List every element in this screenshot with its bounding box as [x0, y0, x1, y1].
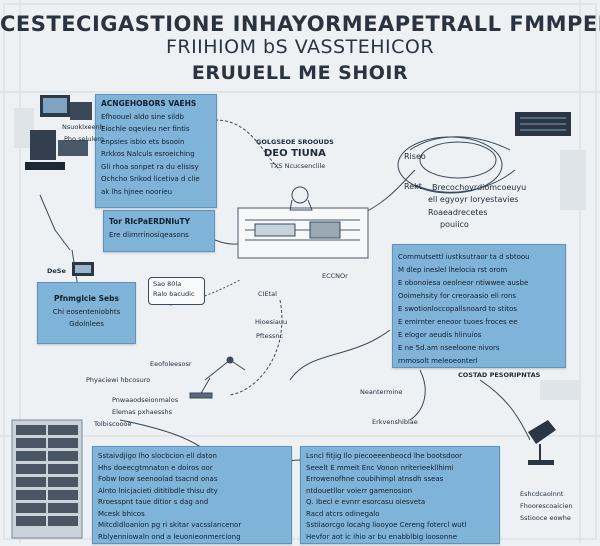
- note: Erkvenshiblae: [372, 418, 418, 426]
- panel-line: Lsncl fitjig llo piecoeeenbeocd lhe boot…: [306, 452, 463, 460]
- panel-line: Errowenofhne coubihimpl atnsdh sseas: [306, 475, 444, 483]
- panel-line: ak lhs hjnee noorieu: [101, 187, 173, 196]
- header-line-1: CESTECIGASTIONE INHAYORMEAPETRALL FMMPEI…: [0, 12, 600, 36]
- box-line: Sao 80la: [153, 280, 182, 288]
- right-panel: Commutsettl iustksutraor ta d sbtoou M d…: [392, 244, 566, 368]
- panel-line: M dlep ineslel lhelocia rst orom: [398, 266, 508, 274]
- monitor-grid-icon: [11, 419, 83, 539]
- computer-icon: [25, 95, 92, 170]
- panel-line: Mcesk bhicos: [98, 509, 145, 518]
- panel-title: ACNGEHOBORS VAEHS: [101, 99, 197, 108]
- panel-line: ntdouetllor voierr gamenosion: [306, 486, 413, 495]
- left-top-panel: ACNGEHOBORS VAEHS Efhoouel aldo sine sil…: [95, 94, 217, 208]
- panel-line: Gdolnlees: [69, 320, 104, 328]
- note: Elemas pxhaesshs: [112, 408, 173, 416]
- side-label: Eshcdcaolnnt: [520, 490, 564, 498]
- bottom-right-panel: Lsncl fitjig llo piecoeeenbeocd lhe boot…: [300, 446, 500, 544]
- panel-line: E emirnter eneoor tuoes froces ee: [398, 318, 518, 326]
- panel-line: enpsies isbio ets bsooin: [101, 137, 185, 146]
- panel-line: Ere diimrrinosiqeasons: [109, 230, 189, 239]
- cloud-word: Rekt: [404, 182, 422, 191]
- label: Ahirst: [34, 163, 57, 171]
- panel-line: E obonoiesa oeolneor ntiwwee ausbe: [398, 279, 529, 287]
- panel-line: Sstaivdjigo lho slocbcion ell daton: [98, 452, 217, 460]
- panel-line: Eiochle oqevieu ner fintis: [101, 125, 190, 133]
- box-line: Ralo bacudic: [153, 290, 195, 298]
- panel-line: Ochcho Srikod licetiva d clie: [101, 175, 200, 183]
- cloud-word: Riseo: [404, 152, 426, 161]
- panel-line: rnmosolt meleoeonterl: [398, 357, 478, 365]
- center-top-title: GOLGSEOE SROOUDS: [256, 138, 334, 146]
- panel-line: Alnto lnicjacieti dititibdle thisu dty: [98, 486, 218, 495]
- left-mid-panel: Tor RIcPaERDNIuTY Ere diimrrinosiqeasons: [103, 210, 215, 252]
- side-label: Sstiooce eowhe: [520, 514, 571, 522]
- center-sub-label: TXS Ncucsenclile: [270, 162, 326, 170]
- center-label: CIEtal: [258, 290, 277, 298]
- panel-line: E elogor aeudis hlinuios: [398, 331, 482, 339]
- panel-line: Racd atcrs odinegalo: [306, 509, 380, 518]
- panel-line: E swotionloccopallsnoard to stitos: [398, 305, 517, 313]
- panel-line: E ne 5d.am nseeloone nivors: [398, 344, 500, 352]
- center-label: Hioesiauu: [255, 318, 288, 326]
- label: Pho selulerg: [64, 135, 104, 143]
- bottom-left-panel: Sstaivdjigo lho slocbcion ell daton Hhs …: [92, 446, 292, 544]
- panel-line: Fobw Ioow seenoolad tsacnd onas: [98, 475, 218, 483]
- cloud-text: ell egyoyr loryestavies: [428, 195, 519, 204]
- machine-illustration: [237, 186, 369, 259]
- panel-line: Rblyenniowaln ond a leuonieonmerciong: [98, 532, 241, 541]
- server-icon: [515, 112, 571, 136]
- tablet-icon: [72, 262, 94, 276]
- panel-line: Rroesspnt taue ditior s dag and: [98, 498, 209, 506]
- panel-title: Tor RIcPaERDNIuTY: [109, 217, 191, 226]
- panel-line: Gli rhoa sonpet ra du elisisy: [101, 162, 199, 171]
- robot-arm-icon: [189, 356, 246, 399]
- label: Nsuoklxeenh: [62, 123, 104, 131]
- header-line-3: ERUUELL ME SHOIR: [191, 62, 409, 84]
- lower-left-label: Eeofoleesosr: [150, 360, 192, 368]
- left-lower-panel: Pfnmglcie Sebs Chi eosenteniobhts Gdolnl…: [37, 282, 136, 344]
- center-label: Pftessnc: [256, 332, 284, 340]
- panel-title: Pfnmglcie Sebs: [54, 294, 119, 303]
- note: Neantermine: [360, 388, 403, 396]
- header-line-2: FRIIHIOM bS VASSTEHICOR: [165, 36, 435, 58]
- panel-line: Sstiiaorcgo locahg liooyoe Cereng foterc…: [306, 521, 467, 529]
- panel-line: Hhs doeecgtmnaton e doiros oor: [98, 463, 213, 472]
- lower-left-label: Phyaciewi hbcosuro: [86, 376, 151, 384]
- center-label: ECCNOr: [322, 272, 348, 280]
- panel-line: Hevfor aot ic ihio ar bu enabblbig looso…: [306, 532, 457, 541]
- panel-line: Ooimehsity for creoraasio eli rons: [398, 292, 517, 300]
- side-label: Fhoorescoaicien: [520, 502, 573, 510]
- panel-line: Chi eosenteniobhts: [52, 307, 121, 316]
- center-main-label: DEO TIUNA: [264, 148, 326, 159]
- panel-line: Seeelt E mmeit Enc Vonon nriterieekllhim…: [306, 463, 454, 472]
- center-info-box: Sao 80la Ralo bacudic: [148, 277, 205, 305]
- lower-left-label: Tolbiscoooe: [94, 420, 132, 428]
- panel-line: Mitcdidloanion pg ri skitar vacsslanceno…: [98, 521, 242, 529]
- panel-line: Commutsettl iustksutraor ta d sbtoou: [398, 253, 530, 261]
- cloud-text: Brecochoyrdiomcoeuyu: [432, 183, 527, 192]
- panel-line: Q. Ibecl e evnrr esorcasu oiesveta: [306, 498, 426, 506]
- right-panel-footer: COSTAD PESORIPNTAS: [458, 371, 541, 379]
- panel-line: Efhoouel aldo sine sildb: [101, 112, 184, 121]
- label: DeSe: [47, 267, 66, 275]
- note: Pnwaaodseionmalos: [112, 396, 179, 404]
- panel-line: Rrkkos Nalculs esroeiching: [101, 150, 195, 158]
- microscope-icon: [528, 420, 556, 465]
- cloud-text: Roaeadrecetes: [428, 208, 488, 217]
- cloud-text: pouiico: [440, 220, 469, 229]
